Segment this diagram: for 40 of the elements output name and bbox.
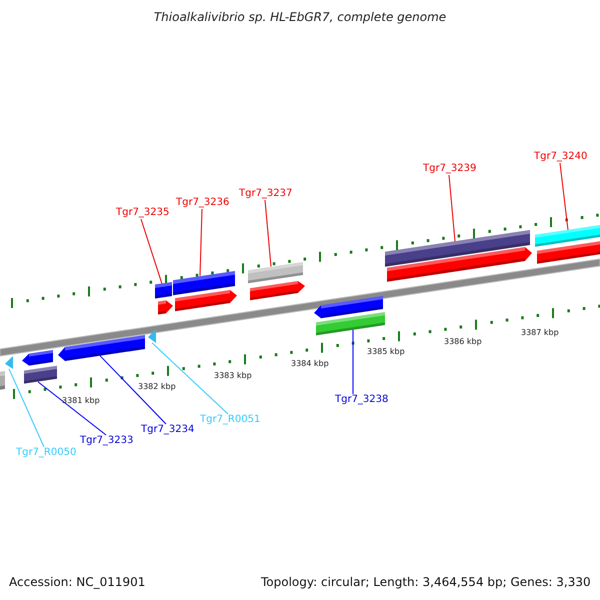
gene-bar: [0, 371, 5, 390]
gene-bar: [535, 225, 600, 264]
gene-bar: [22, 350, 57, 384]
rna-marker: [148, 328, 156, 343]
gene-label: Tgr7_3234: [141, 424, 194, 436]
footer-text: Topology: circular; Length: 3,464,554 bp; Genes: 3,330: [261, 575, 591, 589]
gene-label: Tgr7_3235: [116, 207, 170, 219]
gene-bar: [385, 230, 532, 282]
gene-bar: [58, 334, 145, 361]
scale-label: 3381 kbp: [62, 396, 100, 406]
leader-line: [200, 208, 202, 276]
gene-label: Tgr7_3233: [80, 435, 134, 447]
leader-line: [560, 162, 568, 231]
gene-label: Tgr7_3237: [239, 188, 292, 200]
scale-label: 3387 kbp: [521, 328, 559, 338]
rna-marker: [5, 356, 13, 369]
gene-bar: [173, 270, 237, 311]
leader-line: [38, 381, 106, 436]
gene-bar: [248, 262, 305, 300]
gene-bar: [155, 282, 173, 315]
footer-text: Accession: NC_011901: [9, 575, 146, 589]
scale-label: 3383 kbp: [214, 371, 252, 381]
scale-label: 3384 kbp: [291, 359, 329, 369]
gene-label: Tgr7_3240: [534, 151, 588, 163]
gene-label: Tgr7_R0051: [200, 414, 260, 426]
gene-bar: [314, 296, 385, 335]
gene-label: Tgr7_3236: [176, 197, 230, 209]
scale-label: 3385 kbp: [367, 347, 405, 357]
gene-label: Tgr7_3239: [423, 163, 476, 175]
scale-label: 3382 kbp: [138, 382, 176, 392]
leader-line: [8, 368, 44, 448]
leader-line: [100, 355, 166, 424]
leader-line: [448, 174, 456, 242]
scale-label: 3386 kbp: [444, 337, 482, 347]
gene-label: Tgr7_3238: [335, 394, 388, 406]
leader-line: [264, 200, 272, 268]
diagram-title: Thioalkalivibrio sp. HL-EbGR7, complete genome: [152, 10, 448, 24]
leader-line: [140, 218, 162, 284]
gene-label: Tgr7_R0050: [16, 447, 76, 459]
leader-line: [352, 328, 354, 394]
